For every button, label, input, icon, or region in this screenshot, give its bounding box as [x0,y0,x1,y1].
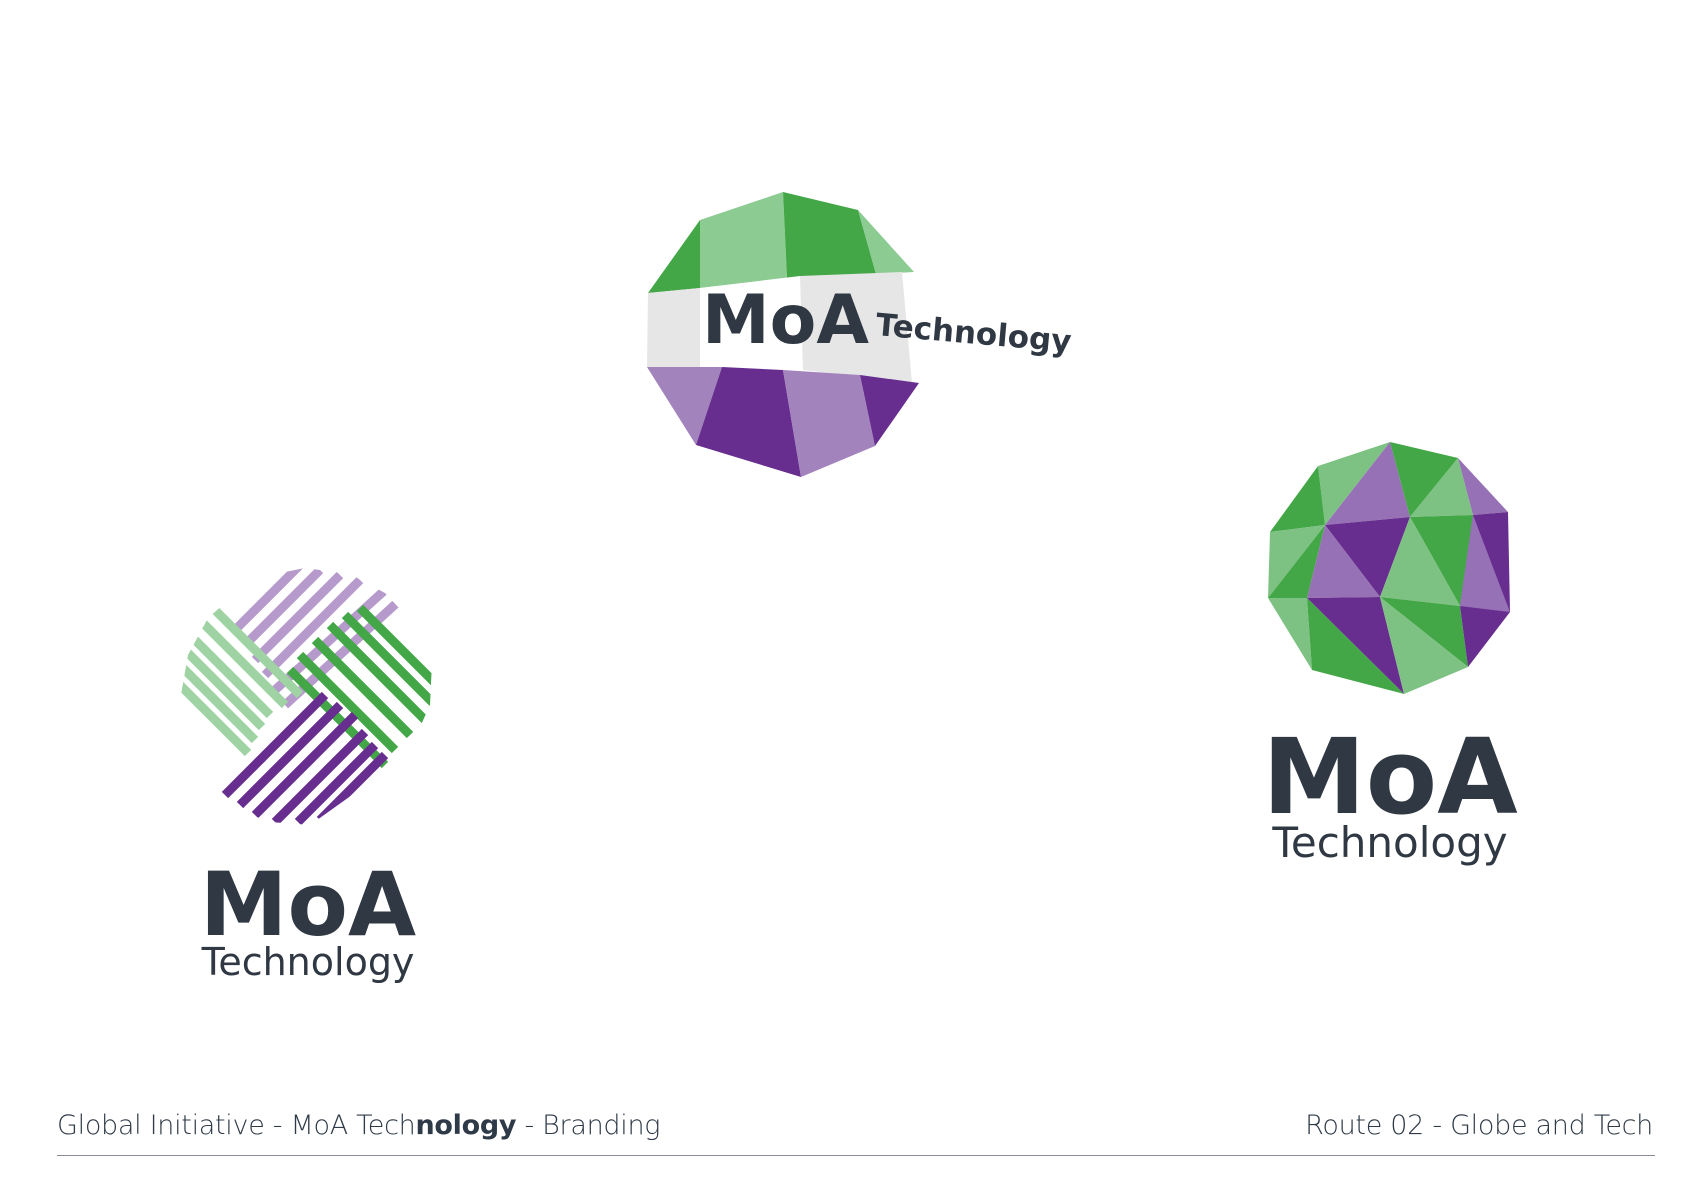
logo-left-wordmark: MoA [200,853,416,956]
faceted-globe-icon [1268,442,1510,694]
woven-globe-icon [180,568,432,825]
footer-title-suffix: - Branding [516,1110,661,1141]
footer-divider [57,1155,1655,1156]
logo-left: MoA Technology [180,568,432,984]
logo-right: MoA Technology [1262,442,1518,867]
footer-title-prefix: Global Initiative - MoA Tech [57,1110,416,1141]
footer-project-title: Global Initiative - MoA Technology - Bra… [57,1110,660,1141]
globe-band-icon [647,192,919,477]
footer-route-label: Route 02 - Globe and Tech [1305,1110,1653,1141]
footer-title-bold: nology [415,1110,517,1141]
logo-right-wordmark: MoA [1262,716,1517,838]
logo-right-tagline: Technology [1271,818,1507,867]
logo-left-tagline: Technology [201,940,415,984]
logo-top: MoA Technology [647,192,1073,477]
logo-top-wordmark: MoA [702,281,869,360]
